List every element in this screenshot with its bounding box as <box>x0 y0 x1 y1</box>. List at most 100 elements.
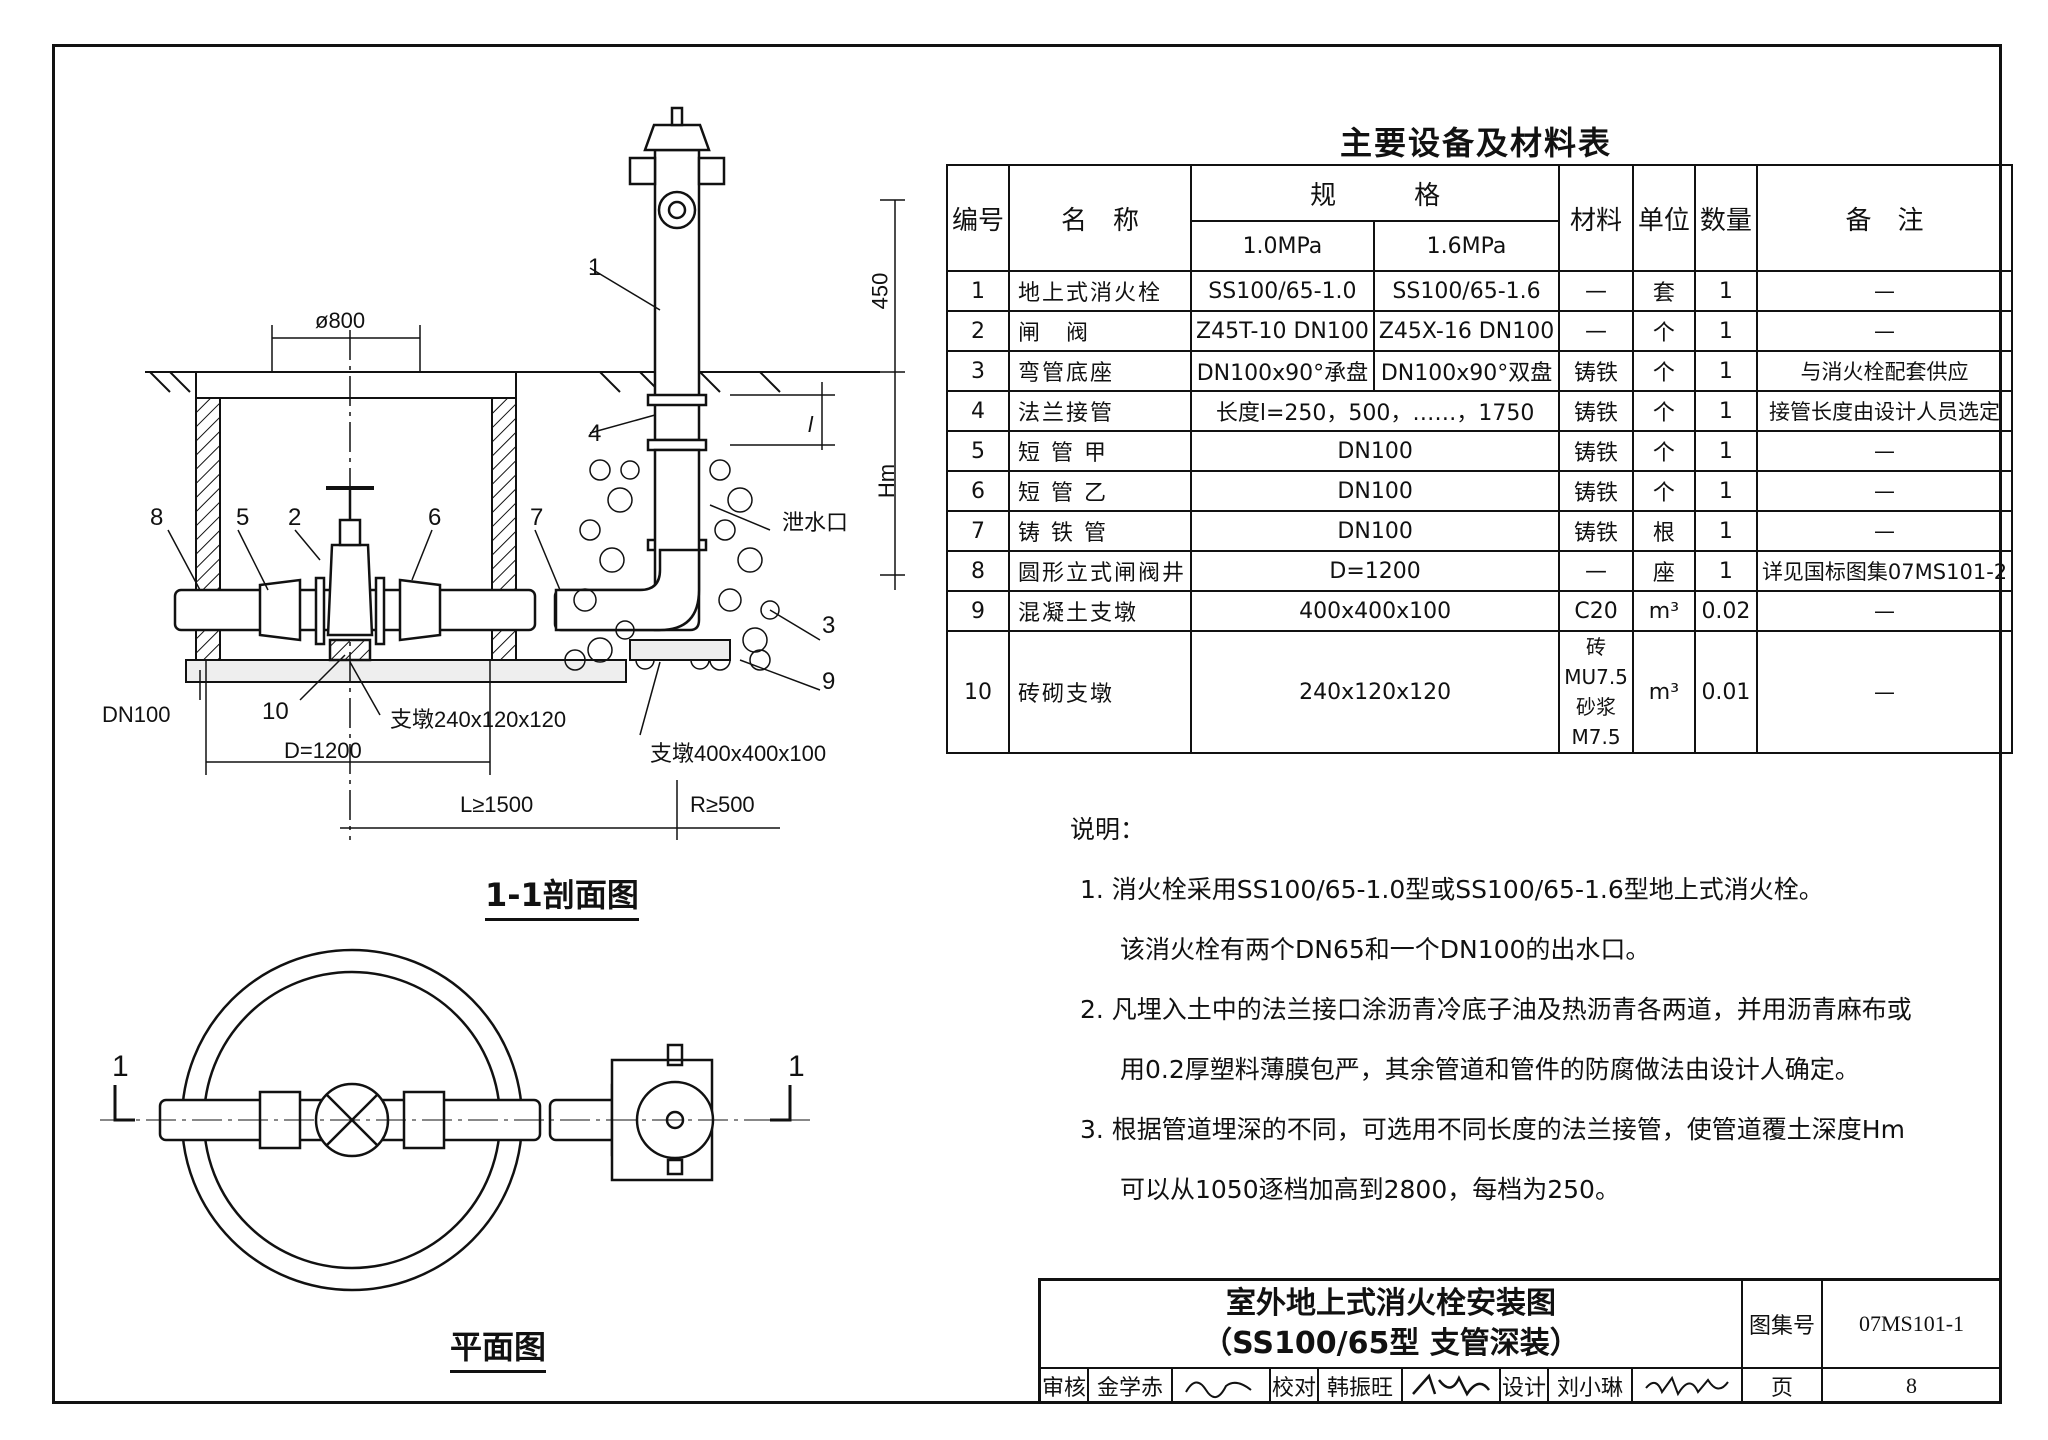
note-line: 1. 消火栓采用SS100/65-1.0型或SS100/65-1.6型地上式消火… <box>1080 875 1824 904</box>
label-dn100: DN100 <box>102 702 171 727</box>
cell-material: — <box>1558 550 1634 592</box>
cell-unit: 套 <box>1631 270 1696 312</box>
cell-name: 短 管 乙 <box>1008 470 1193 512</box>
cell-no: 8 <box>945 550 1011 592</box>
valve-flange-left <box>314 576 326 646</box>
valve-flange-right <box>374 576 386 646</box>
cell-qty: 0.01 <box>1693 630 1758 754</box>
cell-spec: 240x120x120 <box>1190 630 1561 754</box>
cell-spec-a: Z45T-10 DN100 <box>1190 310 1375 352</box>
cell-material: C20 <box>1558 590 1634 632</box>
cell-material: 铸铁 <box>1558 510 1634 552</box>
table-row: 6 短 管 乙 DN100 铸铁 个 1 — <box>945 470 2014 512</box>
dim-d1200: D=1200 <box>284 738 362 763</box>
cell-unit: 个 <box>1631 430 1696 472</box>
dim-r500: R≥500 <box>690 792 755 817</box>
label-pier-large: 支墩400x400x100 <box>650 741 827 766</box>
cell-no: 2 <box>945 310 1011 352</box>
well-cover <box>195 371 517 399</box>
cell-no: 9 <box>945 590 1011 632</box>
check-signature-mark <box>1412 1373 1491 1396</box>
cell-name: 混凝土支墩 <box>1008 590 1193 632</box>
cell-qty: 1 <box>1693 470 1758 512</box>
cell-note: — <box>1755 470 2014 512</box>
table-title: 主要设备及材料表 <box>1340 124 1613 162</box>
cell-material: 铸铁 <box>1558 390 1634 432</box>
cell-qty: 1 <box>1693 510 1758 552</box>
section-1-1-drawing <box>145 106 905 840</box>
cell-no: 3 <box>945 350 1011 392</box>
materials-table: 编号 名 称 规 格 材料 单位 数量 备 注 1.0MPa 1.6MPa 1 … <box>945 164 2014 754</box>
page-label: 页 <box>1743 1369 1823 1404</box>
callout-7: 7 <box>530 504 544 531</box>
cell-spec: DN100 <box>1190 430 1561 472</box>
cell-name: 地上式消火栓 <box>1008 270 1193 312</box>
dimension-lines <box>205 199 905 840</box>
table-row: 10 砖砌支墩 240x120x120 砖MU7.5 砂浆M7.5 m³ 0.0… <box>945 630 2014 754</box>
callout-3: 3 <box>822 612 836 639</box>
cell-unit: m³ <box>1631 590 1696 632</box>
cell-note: — <box>1755 630 2014 754</box>
cell-material: 砖MU7.5 砂浆M7.5 <box>1558 630 1634 754</box>
header-spec: 规 格 <box>1190 164 1561 222</box>
header-material: 材料 <box>1558 164 1634 272</box>
cell-spec: 长度l=250，500，……，1750 <box>1190 390 1561 432</box>
cell-name: 铸 铁 管 <box>1008 510 1193 552</box>
duckfoot-bend <box>554 548 701 632</box>
check-name: 韩振旺 <box>1319 1369 1403 1404</box>
note-line: 可以从1050逐档加高到2800，每档为250。 <box>1120 1175 1620 1204</box>
cell-material: — <box>1558 270 1634 312</box>
cell-spec-a: DN100x90°承盘 <box>1190 350 1375 392</box>
callout-9: 9 <box>822 668 836 695</box>
cell-material: 铸铁 <box>1558 470 1634 512</box>
table-row: 5 短 管 甲 DN100 铸铁 个 1 — <box>945 430 2014 472</box>
cell-qty: 1 <box>1693 430 1758 472</box>
callout-1: 1 <box>588 254 602 281</box>
cell-spec: DN100 <box>1190 470 1561 512</box>
section-title: 1-1剖面图 <box>485 870 639 921</box>
header-spec-a: 1.0MPa <box>1190 220 1375 272</box>
hydrant <box>554 106 726 632</box>
cell-qty: 0.02 <box>1693 590 1758 632</box>
cell-material: — <box>1558 310 1634 352</box>
short-pipe-b <box>398 578 442 642</box>
cell-unit: 个 <box>1631 390 1696 432</box>
dim-l: l <box>808 412 813 437</box>
cell-spec-b: SS100/65-1.6 <box>1372 270 1561 312</box>
check-label: 校对 <box>1271 1369 1319 1404</box>
cell-spec-b: Z45X-16 DN100 <box>1372 310 1561 352</box>
cell-note: — <box>1755 430 2014 472</box>
callout-8: 8 <box>150 504 164 531</box>
plan-view-drawing <box>100 948 810 1292</box>
note-line: 2. 凡埋入土中的法兰接口涂沥青冷底子油及热沥青各两道，并用沥青麻布或 <box>1080 995 1912 1024</box>
header-qty: 数量 <box>1693 164 1758 272</box>
callout-4: 4 <box>588 420 602 447</box>
cell-name: 弯管底座 <box>1008 350 1193 392</box>
title-block: 室外地上式消火栓安装图 （SS100/65型 支管深装） 图集号 07MS101… <box>1038 1278 2002 1404</box>
dim-l1500: L≥1500 <box>460 792 534 817</box>
section-mark-left: 1 <box>112 1050 129 1083</box>
cell-unit: 个 <box>1631 350 1696 392</box>
table-row: 7 铸 铁 管 DN100 铸铁 根 1 — <box>945 510 2014 552</box>
cell-unit: m³ <box>1631 630 1696 754</box>
cell-no: 5 <box>945 430 1011 472</box>
callout-5: 5 <box>236 504 250 531</box>
cell-qty: 1 <box>1693 390 1758 432</box>
cell-note: — <box>1755 590 2014 632</box>
cell-name: 圆形立式闸阀井 <box>1008 550 1193 592</box>
cell-qty: 1 <box>1693 310 1758 352</box>
table-row: 4 法兰接管 长度l=250，500，……，1750 铸铁 个 1 接管长度由设… <box>945 390 2014 432</box>
design-label: 设计 <box>1501 1369 1549 1404</box>
cell-name: 法兰接管 <box>1008 390 1193 432</box>
table-row: 9 混凝土支墩 400x400x100 C20 m³ 0.02 — <box>945 590 2014 632</box>
cell-qty: 1 <box>1693 550 1758 592</box>
design-name: 刘小琳 <box>1549 1369 1633 1404</box>
cell-note: — <box>1755 310 2014 352</box>
cell-material: 铸铁 <box>1558 350 1634 392</box>
brick-pier <box>328 638 372 662</box>
page-no: 8 <box>1823 1369 2002 1404</box>
callout-2: 2 <box>288 504 302 531</box>
cell-note: — <box>1755 270 2014 312</box>
cell-no: 10 <box>945 630 1011 754</box>
atlas-label: 图集号 <box>1743 1281 1823 1369</box>
